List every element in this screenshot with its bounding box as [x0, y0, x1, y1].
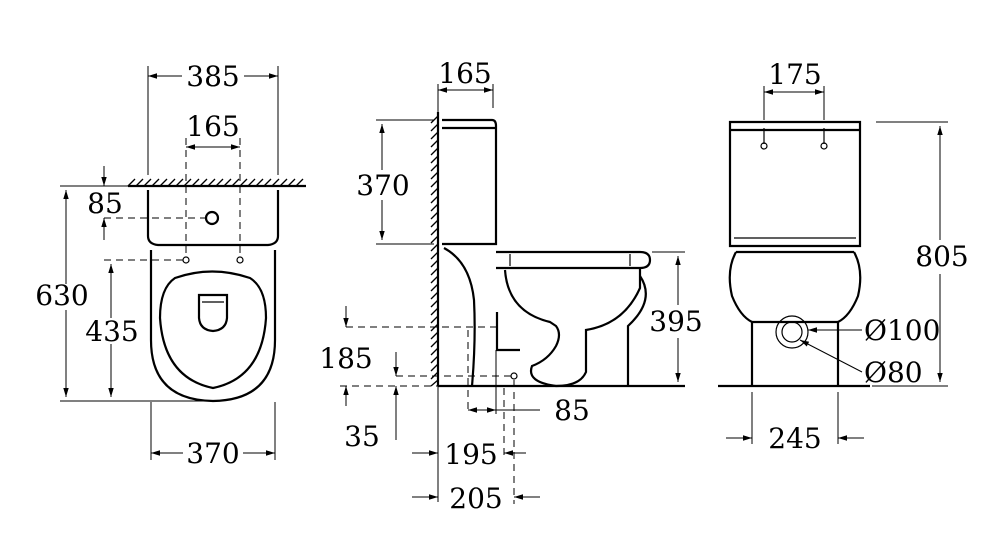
tank-outline-top	[146, 190, 280, 247]
bowl-front	[728, 251, 754, 386]
dim-175: 175	[768, 58, 821, 91]
dim-435: 435	[85, 315, 138, 348]
wall-hatch-top	[127, 178, 304, 187]
pedestal-side	[443, 247, 476, 387]
top-view: 385 165 85 630 435 370	[35, 60, 306, 470]
dim-85-top: 85	[87, 187, 123, 220]
dim-805: 805	[915, 240, 968, 273]
dim-165-top: 165	[186, 110, 239, 143]
dim-185: 185	[319, 342, 372, 375]
dim-35: 35	[344, 420, 380, 453]
dim-370-top: 370	[186, 437, 239, 470]
dim-395: 395	[649, 305, 702, 338]
front-view: 175 805 Ø100 Ø80 245	[718, 58, 969, 455]
outlet-opening-top	[197, 293, 229, 333]
bowl-side	[503, 268, 642, 388]
outlet-100-icon	[775, 315, 809, 349]
dim-diameter-100: Ø100	[864, 314, 940, 347]
dim-245: 245	[768, 422, 821, 455]
dim-85-side: 85	[554, 394, 590, 427]
dim-165-side: 165	[438, 57, 491, 90]
cistern-front	[728, 120, 862, 248]
bowl-outline-top	[149, 250, 277, 403]
dim-diameter-80: Ø80	[864, 356, 923, 389]
side-view: 165 370 395 185 35 85 195	[319, 57, 702, 515]
seat-opening-top	[158, 270, 268, 390]
seat-side	[496, 250, 652, 270]
flush-button-icon	[204, 210, 220, 226]
cistern-side	[442, 118, 498, 246]
dim-205: 205	[449, 482, 502, 515]
outlet-80-icon	[781, 321, 803, 343]
dim-385: 385	[186, 60, 239, 93]
dim-630: 630	[35, 279, 88, 312]
dim-195: 195	[444, 438, 497, 471]
dim-370-side: 370	[356, 169, 409, 202]
